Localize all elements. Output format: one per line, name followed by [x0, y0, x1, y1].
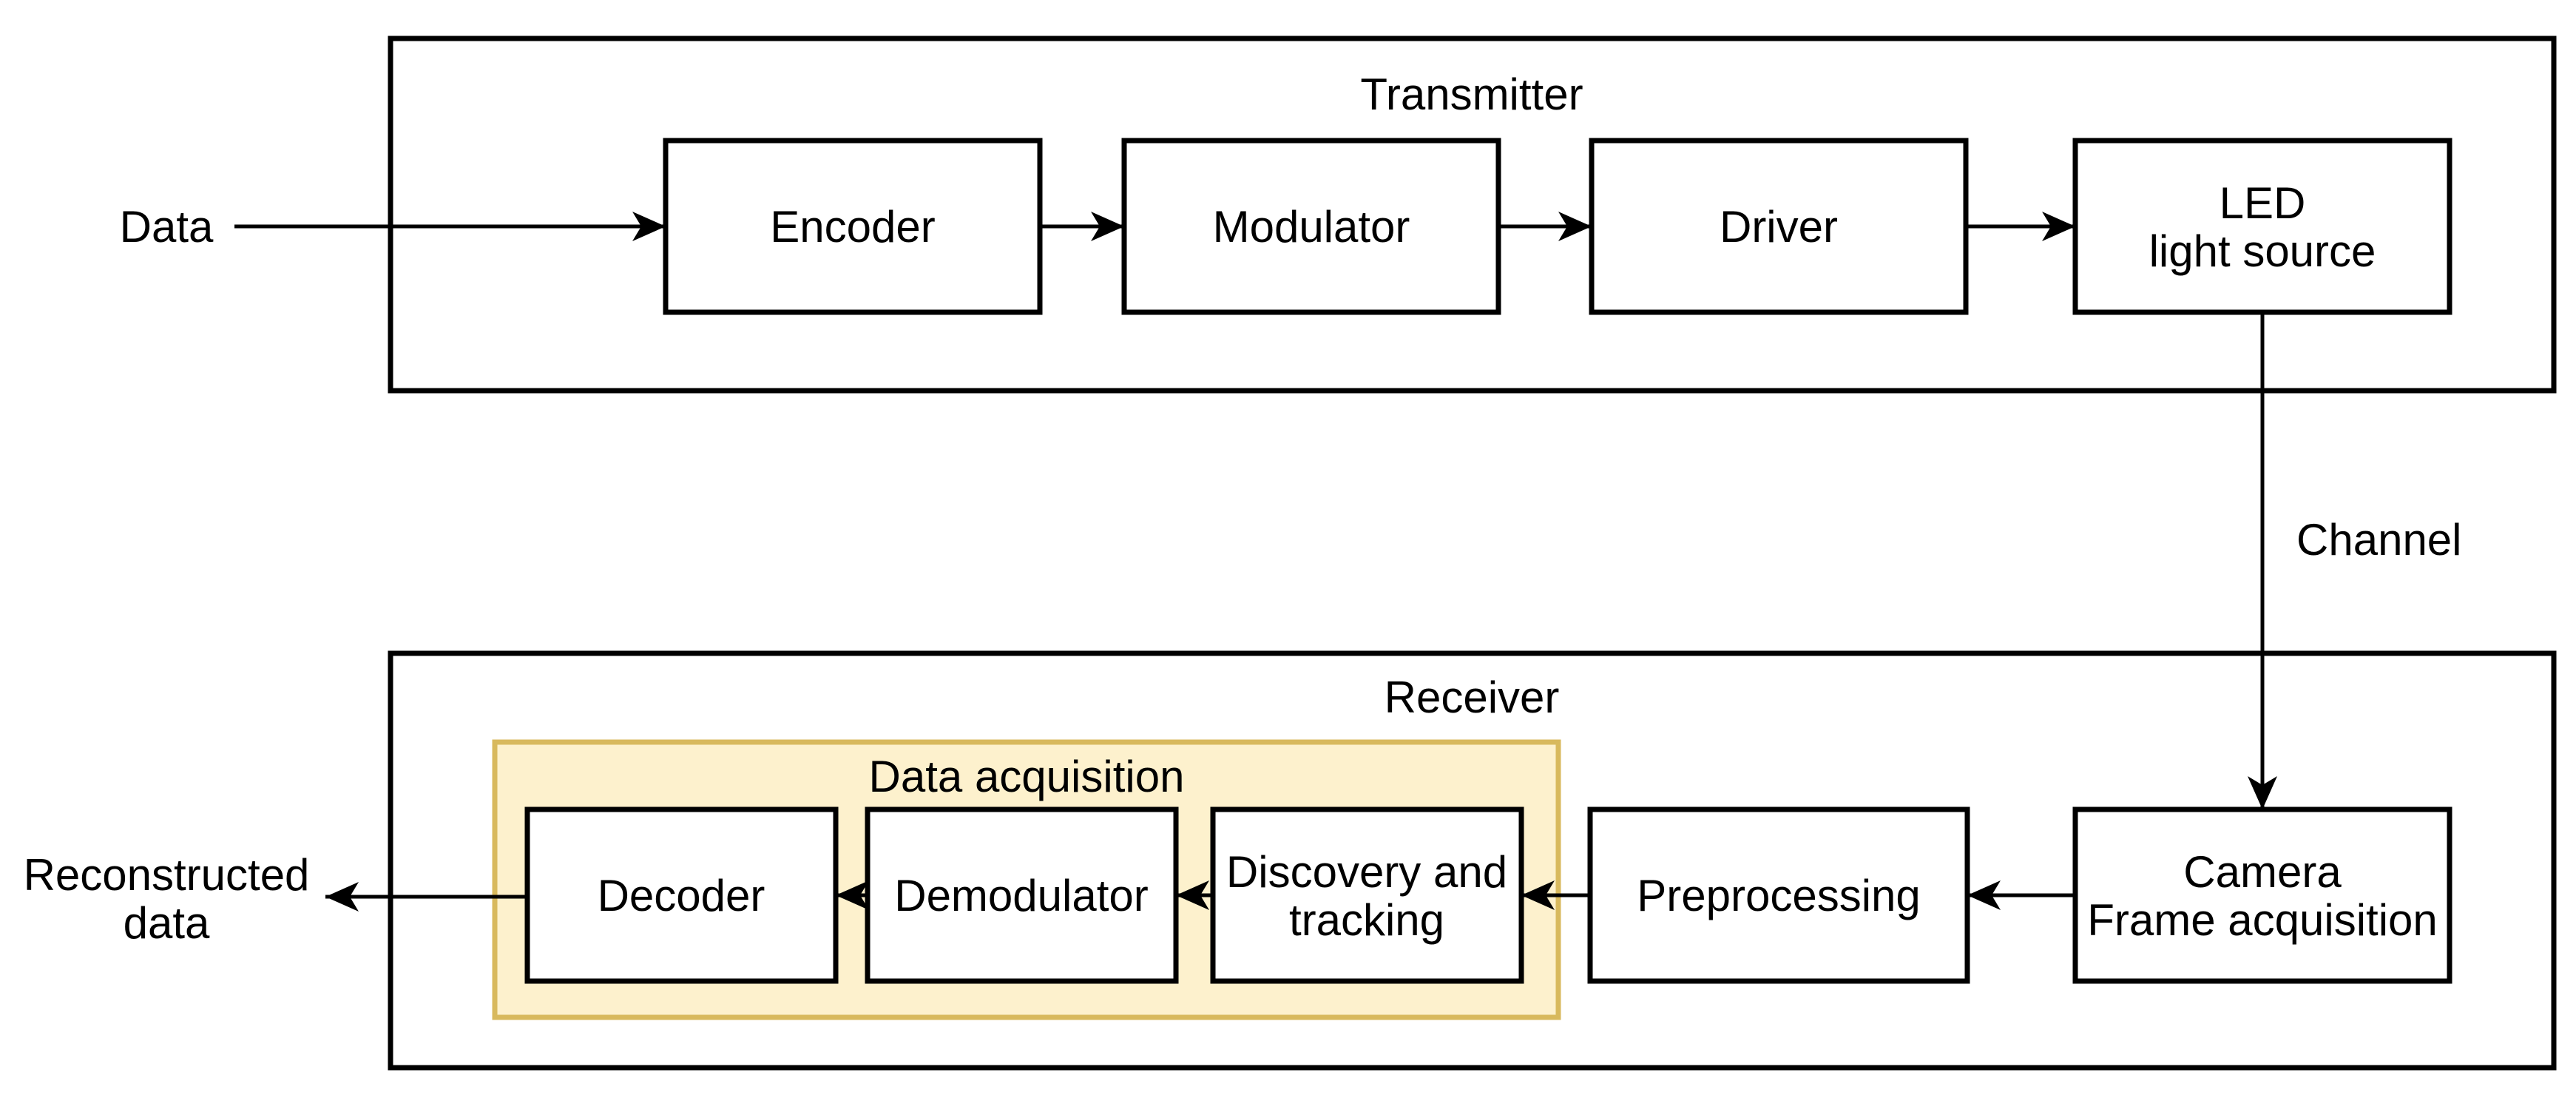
camera-label-line2: Frame acquisition: [2087, 895, 2438, 945]
data-acquisition-title: Data acquisition: [869, 752, 1185, 801]
receiver-title: Receiver: [1385, 673, 1560, 722]
encoder-label: Encoder: [770, 202, 935, 252]
discovery-label-line1: Discovery and: [1226, 847, 1507, 897]
demodulator-label: Demodulator: [894, 871, 1149, 920]
receiver-container-box: [388, 650, 2557, 1071]
data-input-label: Data: [120, 202, 214, 252]
reconstructed-data-label-line1: Reconstructed: [24, 850, 310, 900]
preprocessing-label: Preprocessing: [1637, 871, 1921, 920]
transmitter-container-box: [388, 36, 2557, 394]
modulator-label: Modulator: [1213, 202, 1410, 252]
channel-label: Channel: [2296, 515, 2462, 565]
discovery-and-tracking-box: [1210, 806, 1524, 984]
decoder-label: Decoder: [598, 871, 765, 920]
camera-frame-acquisition-box: [2072, 806, 2452, 984]
led-light-source-box: [2072, 138, 2452, 315]
decoder-box: [524, 806, 839, 984]
demodulator-box: [865, 806, 1179, 984]
driver-label: Driver: [1720, 202, 1838, 252]
discovery-label-line2: tracking: [1289, 895, 1444, 945]
reconstructed-data-label-line2: data: [124, 898, 210, 948]
encoder-box: [663, 138, 1043, 315]
transmitter-title: Transmitter: [1360, 70, 1583, 119]
led-label-line1: LED: [2220, 178, 2306, 228]
led-label-line2: light source: [2149, 226, 2376, 276]
camera-label-line1: Camera: [2183, 847, 2342, 897]
